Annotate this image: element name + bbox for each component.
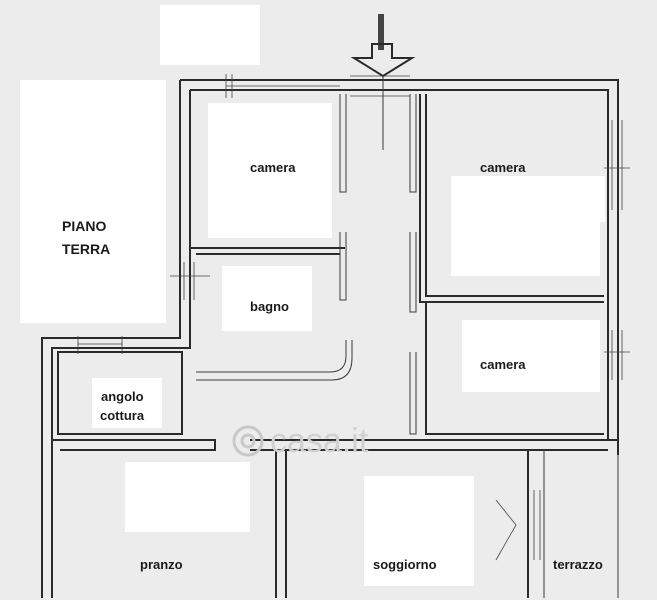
room-label-soggiorno: soggiorno [373,557,437,572]
watermark-text: casa.it [270,422,369,460]
entrance-arrow-icon [350,14,416,150]
watermark-logo-icon: casa.it [232,422,369,460]
exterior-walls [41,79,619,598]
room-labels: camera camera bagno camera angolo cottur… [62,160,603,572]
room-label-camera-top-left: camera [250,160,296,175]
room-label-bagno: bagno [250,299,289,314]
room-label-camera-mid-right: camera [480,357,526,372]
floor-label-line2: TERRA [62,241,110,257]
label-patches [20,5,605,586]
window-marks [77,74,630,561]
room-label-pranzo: pranzo [140,557,183,572]
room-label-terrazzo: terrazzo [553,557,603,572]
room-label-angolo: angolo [101,389,144,404]
interior-walls [52,94,619,598]
room-label-camera-top-right: camera [480,160,526,175]
room-label-cottura: cottura [100,408,145,423]
floor-label-line1: PIANO [62,218,106,234]
